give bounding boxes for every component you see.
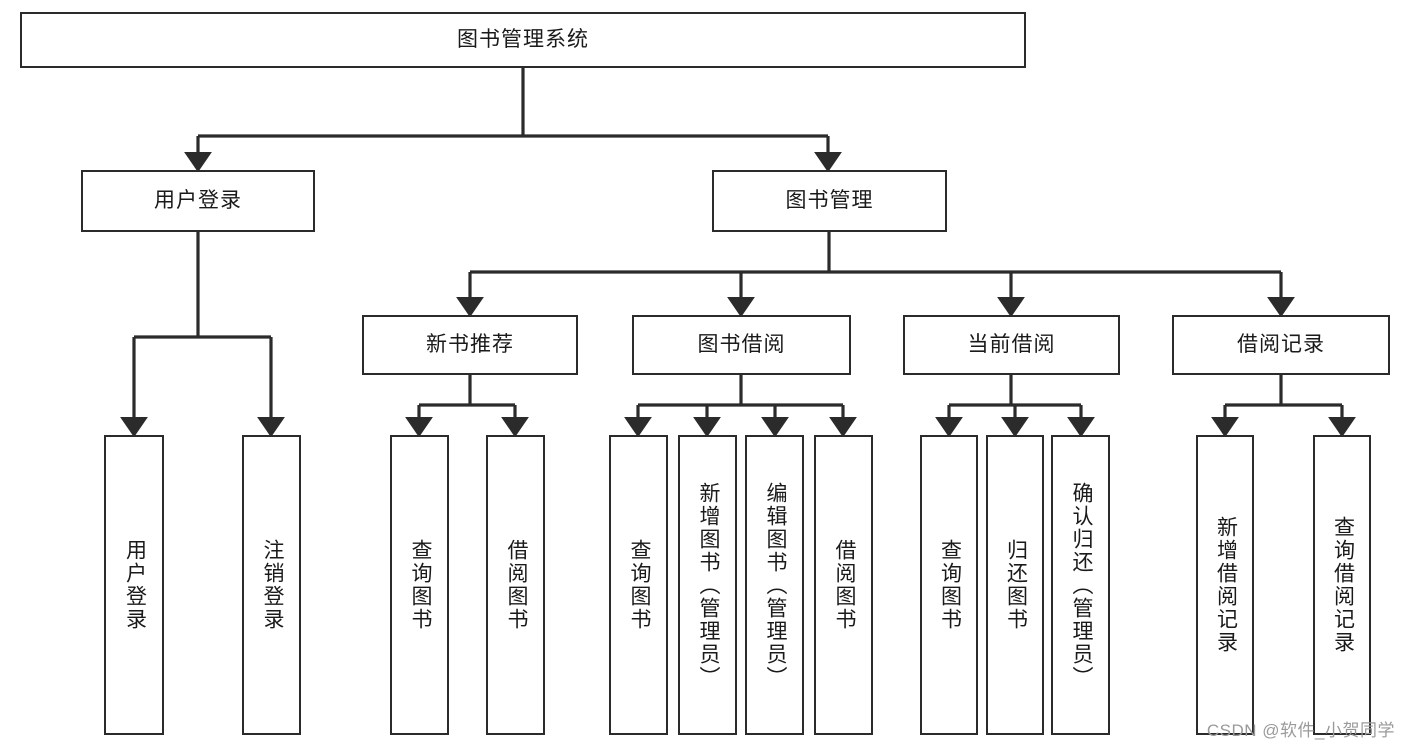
node-book-borrow[interactable]: 图书借阅 bbox=[632, 315, 851, 375]
node-root[interactable]: 图书管理系统 bbox=[20, 12, 1026, 68]
node-leaf-query-book-2-label: 查询图书 bbox=[627, 539, 651, 631]
node-leaf-logout[interactable]: 注销登录 bbox=[242, 435, 301, 735]
node-new-book-rec[interactable]: 新书推荐 bbox=[362, 315, 578, 375]
node-leaf-query-book-3-label: 查询图书 bbox=[938, 539, 962, 631]
node-leaf-borrow-book-1[interactable]: 借阅图书 bbox=[486, 435, 545, 735]
node-leaf-query-record-label: 查询借阅记录 bbox=[1331, 516, 1355, 654]
node-book-manage-label: 图书管理 bbox=[785, 189, 874, 213]
node-leaf-query-book-1[interactable]: 查询图书 bbox=[390, 435, 449, 735]
node-leaf-add-book-label: 新增图书（管理员） bbox=[696, 481, 720, 689]
node-leaf-edit-book[interactable]: 编辑图书（管理员） bbox=[745, 435, 804, 735]
node-leaf-logout-label: 注销登录 bbox=[260, 539, 284, 631]
node-book-manage[interactable]: 图书管理 bbox=[712, 170, 947, 232]
node-leaf-query-book-1-label: 查询图书 bbox=[408, 539, 432, 631]
node-leaf-user-login-label: 用户登录 bbox=[123, 539, 147, 631]
node-root-label: 图书管理系统 bbox=[457, 28, 589, 52]
node-book-borrow-label: 图书借阅 bbox=[697, 333, 786, 357]
node-leaf-query-record[interactable]: 查询借阅记录 bbox=[1313, 435, 1371, 735]
node-current-borrow-label: 当前借阅 bbox=[967, 333, 1056, 357]
node-borrow-record[interactable]: 借阅记录 bbox=[1172, 315, 1390, 375]
node-current-borrow[interactable]: 当前借阅 bbox=[903, 315, 1120, 375]
node-leaf-query-book-2[interactable]: 查询图书 bbox=[609, 435, 668, 735]
node-leaf-return-book[interactable]: 归还图书 bbox=[986, 435, 1044, 735]
node-leaf-edit-book-label: 编辑图书（管理员） bbox=[763, 481, 787, 689]
node-leaf-borrow-book-2[interactable]: 借阅图书 bbox=[814, 435, 873, 735]
node-leaf-query-book-3[interactable]: 查询图书 bbox=[920, 435, 978, 735]
node-new-book-rec-label: 新书推荐 bbox=[426, 333, 514, 357]
node-leaf-confirm-return[interactable]: 确认归还（管理员） bbox=[1051, 435, 1110, 735]
node-leaf-borrow-book-1-label: 借阅图书 bbox=[504, 539, 528, 631]
node-leaf-add-record-label: 新增借阅记录 bbox=[1214, 516, 1238, 654]
node-leaf-confirm-return-label: 确认归还（管理员） bbox=[1069, 481, 1093, 689]
node-leaf-borrow-book-2-label: 借阅图书 bbox=[832, 539, 856, 631]
node-borrow-record-label: 借阅记录 bbox=[1237, 333, 1325, 357]
node-leaf-add-book[interactable]: 新增图书（管理员） bbox=[678, 435, 737, 735]
node-user-login-label: 用户登录 bbox=[154, 189, 242, 213]
node-leaf-user-login[interactable]: 用户登录 bbox=[104, 435, 164, 735]
node-user-login[interactable]: 用户登录 bbox=[81, 170, 315, 232]
node-leaf-add-record[interactable]: 新增借阅记录 bbox=[1196, 435, 1254, 735]
node-leaf-return-book-label: 归还图书 bbox=[1004, 539, 1028, 631]
